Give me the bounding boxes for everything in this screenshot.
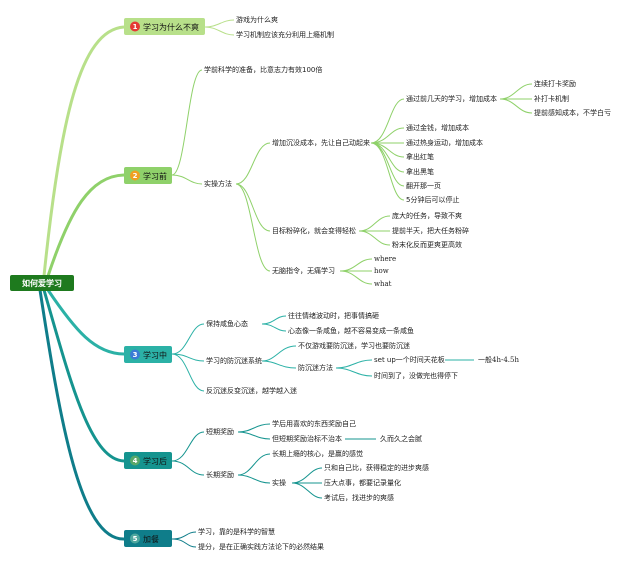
number-badge-icon bbox=[130, 170, 140, 181]
b2-brainless-item: where bbox=[374, 255, 396, 263]
b3-reverse: 反沉迷反变沉迷，越学越入迷 bbox=[206, 386, 297, 395]
number-badge-icon bbox=[130, 455, 140, 466]
connector-b2-sunk-first bbox=[499, 83, 533, 114]
b4-practice: 实操 bbox=[272, 478, 286, 487]
branch-label: 学习中 bbox=[143, 350, 167, 360]
connector-b2-frag bbox=[358, 215, 391, 246]
connector-center-b4 bbox=[42, 289, 125, 463]
branch-label: 加餐 bbox=[143, 534, 159, 544]
connector-b3-mood bbox=[261, 315, 287, 332]
connector-b4-sub bbox=[171, 431, 205, 476]
b2-frag-item: 庞大的任务，导致不爽 bbox=[392, 211, 462, 220]
branch-label: 学习前 bbox=[143, 171, 167, 181]
b2-prep: 学前科学的准备，比意志力有效100倍 bbox=[204, 65, 322, 74]
connector-b4-short bbox=[237, 423, 271, 440]
branch-node-b3[interactable]: 3 学习中 bbox=[124, 346, 172, 363]
connector-b3-anti bbox=[261, 345, 297, 369]
connector-b3-anti-method bbox=[335, 359, 373, 377]
b2-frag-item: 粉末化反而更爽更高效 bbox=[392, 240, 462, 249]
b3-anti-method: 防沉迷方法 bbox=[298, 363, 333, 372]
b1-item: 游戏为什么爽 bbox=[236, 15, 278, 24]
b4-short: 短期奖励 bbox=[206, 427, 234, 436]
connector-b2-sub bbox=[171, 69, 203, 185]
b2-sunk-first-item: 连续打卡奖励 bbox=[534, 79, 576, 88]
branch-node-b2[interactable]: 2 学习前 bbox=[124, 167, 172, 184]
b4-practice-item: 压大点事，都要记录量化 bbox=[324, 478, 401, 487]
connector-b5-items bbox=[171, 531, 197, 548]
b4-practice-item: 只和自己比，获得稳定的进步爽感 bbox=[324, 463, 429, 472]
connector-b4-practice bbox=[291, 467, 323, 499]
b2-frag-item: 提前半天，把大任务粉碎 bbox=[392, 226, 469, 235]
connector-b3-sub bbox=[171, 323, 205, 392]
b5-item: 提分，是在正确实践方法论下的必然结果 bbox=[198, 542, 324, 551]
b2-sunk-first: 通过前几天的学习，增加成本 bbox=[406, 94, 497, 103]
b3-anti: 学习的防沉迷系统 bbox=[206, 356, 262, 365]
center-node[interactable]: 如何爱学习 bbox=[10, 275, 74, 291]
center-label: 如何爱学习 bbox=[22, 278, 62, 288]
b2-sunk-item: 5分钟后可以停止 bbox=[406, 195, 459, 204]
b3-anti-method-item: 时间到了，没做完也得停下 bbox=[374, 371, 458, 380]
branch-label: 学习后 bbox=[143, 456, 167, 466]
badge-number: 2 bbox=[133, 172, 138, 180]
b4-short-item: 但短期奖励治标不治本 bbox=[272, 434, 342, 443]
connector-center-b5 bbox=[38, 289, 125, 541]
number-badge-icon bbox=[130, 533, 140, 544]
b3-anti-note: 一般4h-4.5h bbox=[478, 355, 519, 364]
b2-sunk-item: 拿出黑笔 bbox=[406, 167, 434, 176]
branch-node-b1[interactable]: 1 学习为什么不爽 bbox=[124, 18, 205, 35]
b2-sunk-item: 拿出红笔 bbox=[406, 152, 434, 161]
b4-short-item: 学后用喜欢的东西奖励自己 bbox=[272, 419, 356, 428]
number-badge-icon bbox=[130, 349, 140, 360]
b2-sunk: 增加沉没成本，先让自己动起来 bbox=[272, 138, 370, 147]
b2-sunk-item: 通过热身运动，增加成本 bbox=[406, 138, 483, 147]
connector-b4-long bbox=[237, 453, 271, 484]
b3-mood-item: 往往情绪波动时，把事情搞砸 bbox=[288, 311, 379, 320]
b3-mood-item: 心态像一条咸鱼，越不容易变成一条咸鱼 bbox=[288, 326, 414, 335]
b2-method: 实操方法 bbox=[204, 179, 232, 188]
b5-item: 学习，靠的是科学的智慧 bbox=[198, 527, 275, 536]
b2-sunk-first-item: 提前感知成本，不学白亏 bbox=[534, 108, 611, 117]
b2-brainless-item: what bbox=[374, 280, 392, 288]
badge-number: 3 bbox=[133, 351, 138, 359]
connector-b2-brainless bbox=[339, 258, 373, 285]
b4-practice-item: 考试后，找进步的爽感 bbox=[324, 493, 394, 502]
badge-number: 1 bbox=[133, 23, 138, 31]
badge-number: 5 bbox=[133, 535, 138, 543]
b2-brainless-item: how bbox=[374, 267, 389, 275]
connector-b1-items bbox=[204, 19, 235, 36]
b4-short-note: 久而久之会腻 bbox=[380, 434, 422, 443]
connector-b2-method bbox=[235, 142, 271, 272]
b2-sunk-first-item: 补打卡机制 bbox=[534, 94, 569, 103]
b4-long-first: 长期上瘾的核心，是赢的感觉 bbox=[272, 449, 363, 458]
connector-center-b3 bbox=[46, 289, 125, 356]
b4-long: 长期奖励 bbox=[206, 470, 234, 479]
b3-anti-method-item: set up一个时间天花板 bbox=[374, 355, 445, 364]
branch-label: 学习为什么不爽 bbox=[143, 22, 199, 32]
b1-item: 学习机制应该充分利用上瘾机制 bbox=[236, 30, 334, 39]
number-badge-icon bbox=[130, 21, 140, 32]
b2-sunk-item: 通过金钱，增加成本 bbox=[406, 123, 469, 132]
b2-frag: 目标粉碎化，就会变得轻松 bbox=[272, 226, 356, 235]
connector-b2-sunk bbox=[370, 98, 405, 201]
badge-number: 4 bbox=[133, 457, 138, 465]
branch-node-b4[interactable]: 4 学习后 bbox=[124, 452, 172, 469]
connector-center-b2 bbox=[46, 173, 125, 277]
connector-center-b1 bbox=[42, 25, 125, 277]
b2-brainless: 无脑指令，无痛学习 bbox=[272, 266, 335, 275]
b2-sunk-item: 翻开那一页 bbox=[406, 181, 441, 190]
b3-anti-first: 不仅游戏要防沉迷，学习也要防沉迷 bbox=[298, 341, 410, 350]
b3-mood: 保持咸鱼心态 bbox=[206, 319, 248, 328]
branch-node-b5[interactable]: 5 加餐 bbox=[124, 530, 172, 547]
